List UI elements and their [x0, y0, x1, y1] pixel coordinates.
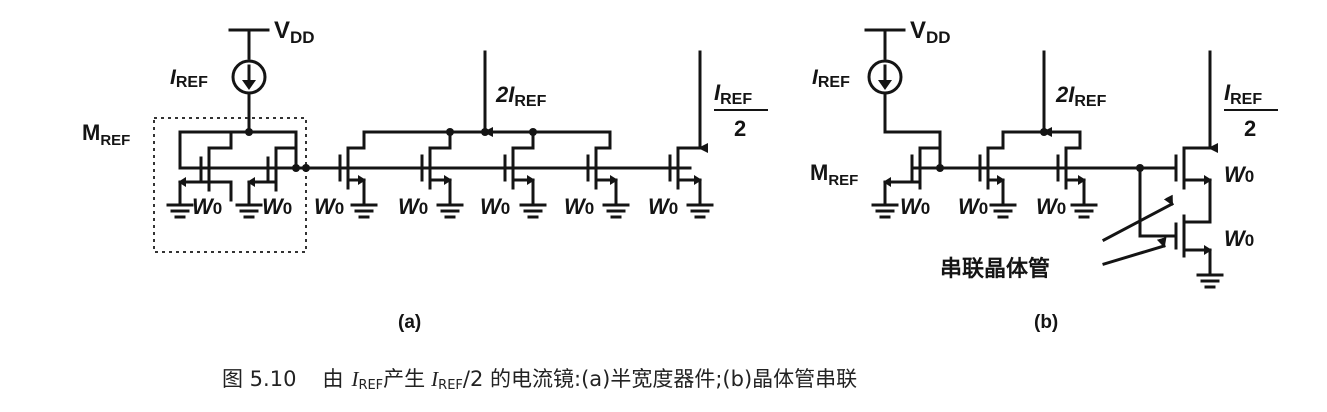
width-label-b1: W0 — [900, 194, 930, 219]
out2-num-b: IREF — [1224, 80, 1262, 108]
out1-label-a: 2IREF — [495, 82, 547, 110]
mref-dashed-box — [153, 117, 307, 253]
current-source-icon-a — [231, 59, 267, 95]
out2-den-b: 2 — [1244, 116, 1256, 141]
width-label-a5: W0 — [480, 194, 510, 219]
series-transistor-label: 串联晶体管 — [940, 256, 1050, 281]
width-label-a7: W0 — [648, 194, 678, 219]
iref-label-b: IREF — [812, 66, 850, 91]
vdd-label-a: VDD — [274, 17, 315, 47]
subfigure-label-b: (b) — [1034, 312, 1058, 333]
transistor-b1 — [871, 146, 942, 219]
width-label-a2: W0 — [262, 194, 292, 219]
out1-label-b: 2IREF — [1055, 82, 1107, 110]
transistor-a5 — [503, 130, 547, 219]
vdd-label-b: VDD — [910, 17, 951, 47]
width-label-a6: W0 — [564, 194, 594, 219]
width-label-b4: W0 — [1224, 162, 1254, 187]
width-label-a4: W0 — [398, 194, 428, 219]
width-label-a1: W0 — [192, 194, 222, 219]
subfigure-label-a: (a) — [398, 312, 421, 333]
iref-label-a: IREF — [170, 66, 208, 91]
vdd-symbol-a — [228, 28, 270, 60]
width-label-b3: W0 — [1036, 194, 1066, 219]
current-source-icon-b — [867, 59, 903, 95]
transistor-a4 — [420, 130, 464, 219]
transistor-a2 — [235, 146, 298, 219]
transistor-a7 — [668, 50, 714, 219]
vdd-symbol-b — [864, 28, 906, 60]
transistor-b2 — [978, 130, 1017, 219]
circuit-a: VDD IREF MREF — [82, 17, 768, 333]
width-label-b2: W0 — [958, 194, 988, 219]
transistor-b4-upper — [1166, 50, 1218, 224]
transistor-a3 — [338, 130, 378, 219]
out2-num-a: IREF — [714, 80, 752, 108]
width-label-a3: W0 — [314, 194, 344, 219]
transistor-b5-lower — [1166, 214, 1224, 289]
out2-den-a: 2 — [734, 116, 746, 141]
transistor-a1 — [166, 130, 233, 219]
series-arrow-upper — [1101, 194, 1175, 243]
transistor-a6 — [586, 130, 630, 219]
circuit-b: VDD IREF MREF — [810, 17, 1278, 333]
width-label-b5: W0 — [1224, 226, 1254, 251]
mref-label-a: MREF — [82, 120, 130, 149]
transistor-b3 — [1056, 130, 1098, 219]
series-arrow-lower — [1102, 236, 1167, 266]
mref-label-b: MREF — [810, 160, 858, 189]
